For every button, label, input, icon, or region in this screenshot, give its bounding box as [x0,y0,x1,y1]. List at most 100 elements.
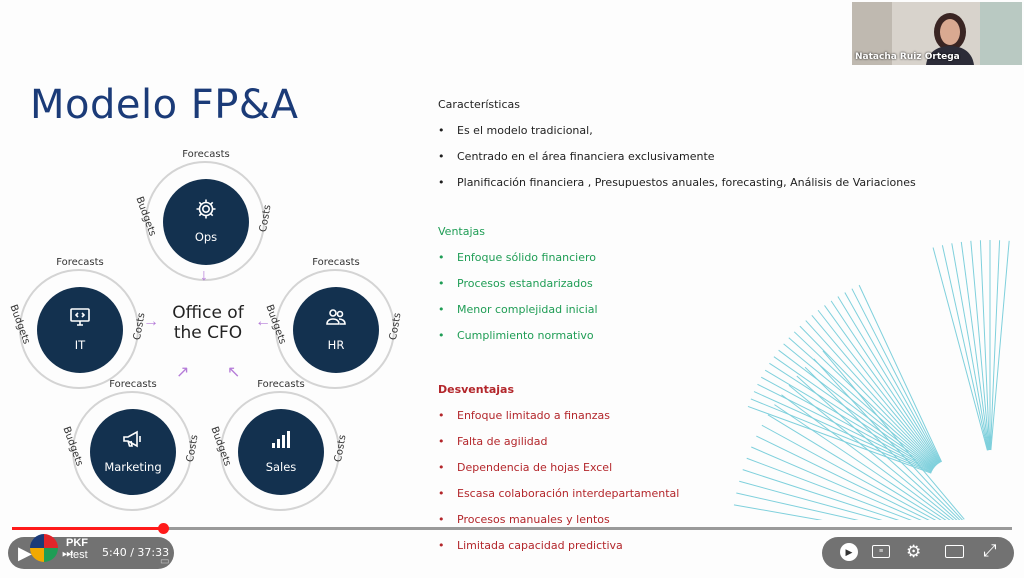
decorative-line [742,469,900,520]
decorative-line [739,480,883,520]
forecasts-label: Forecasts [257,379,305,390]
list-item: Enfoque limitado a finanzas [438,409,958,435]
decorative-line [753,391,932,473]
decorative-line [805,320,937,466]
settings-gear-icon[interactable]: ⚙ [906,542,922,561]
list-item: Enfoque sólido financiero [438,251,958,277]
decorative-line [793,331,936,467]
office-of-cfo: Office of the CFO [172,303,244,343]
decorative-line [756,435,930,520]
desventajas-heading: Desventajas [438,383,515,396]
decorative-line [960,241,990,451]
megaphone-icon [123,430,141,448]
decorative-line [760,376,933,471]
decorative-line [751,446,922,520]
decorative-line [733,504,823,520]
decorative-line [813,358,964,520]
node-ops: Forecasts Budgets Costs Ops [133,149,273,281]
autoplay-toggle-icon[interactable]: ▶ [840,543,858,561]
progress-played [12,527,163,530]
subtitles-icon[interactable]: ≡ [872,545,890,558]
decorative-line [783,343,935,468]
presenter-video [852,2,1022,65]
presenter-name: Natacha Ruiz Ortega [855,52,960,62]
ventajas-list: Enfoque sólido financiero Procesos estan… [438,251,958,355]
code-monitor-icon [70,308,90,326]
decorative-line [837,296,940,464]
list-item: Falta de agilidad [438,435,958,461]
node-it: Forecasts Budgets Costs IT [7,257,147,389]
decorative-line [736,492,859,520]
bar-chart-icon [272,431,290,448]
theater-mode-icon[interactable] [945,545,964,558]
decorative-line [778,349,935,469]
node-label: Sales [265,460,297,474]
list-item: Escasa colaboración interdepartamental [438,487,958,513]
list-item: Limitada capacidad predictiva [438,539,958,565]
arrow-right-icon: → [143,313,159,330]
node-label: Marketing [104,460,162,474]
decorative-line [822,350,965,520]
forecasts-label: Forecasts [182,149,230,160]
decorative-line [788,337,936,468]
decorative-line [932,247,988,451]
decorative-line [767,414,942,520]
next-icon[interactable]: ⏭ [62,546,73,560]
gear-icon [196,199,216,219]
decorative-line [951,243,989,451]
node-label: Ops [194,230,218,244]
decorative-line [799,325,937,467]
decorative-line [796,375,958,520]
decorative-line [781,394,951,520]
decorative-line [830,300,940,464]
decorative-line [769,362,934,470]
scrubber-handle[interactable] [158,523,169,534]
decorative-line [761,424,937,520]
decorative-line [941,245,989,451]
play-icon[interactable]: ▶ [18,543,32,563]
list-item: Centrado en el área financiera exclusiva… [438,150,958,176]
arrow-down-icon: ↓ [200,267,208,284]
brand-name: PKF [66,537,88,549]
webcam-feed: Natacha Ruiz Ortega [852,2,1022,65]
time-display: 5:40 / 37:33 [102,546,170,559]
decorative-line [851,288,942,463]
brand-logo: PKF test [66,537,88,561]
progress-track[interactable] [12,527,1012,530]
decorative-line [990,240,1010,451]
decorative-line [788,384,955,520]
decorative-line [773,356,934,469]
node-hr: Forecasts Budgets Costs HR [263,257,403,389]
decorative-line [817,309,939,465]
caracteristicas-heading: Características [438,98,521,111]
list-item: Menor complejidad inicial [438,303,958,329]
node-label: IT [74,338,86,352]
forecasts-label: Forecasts [312,257,360,268]
forecasts-label: Forecasts [109,379,157,390]
forecasts-label: Forecasts [56,257,104,268]
decorative-lines [733,240,1010,520]
slide-title: Modelo FP&A [30,82,299,128]
list-item: Planificación financiera , Presupuestos … [438,176,958,202]
node-label: HR [327,338,345,352]
node-marketing: Forecasts Budgets Costs Marketing [60,379,200,511]
chapter-icon[interactable]: ▭ [160,556,170,567]
list-item: Cumplimiento normativo [438,329,958,355]
decorative-line [774,404,947,520]
list-item: Procesos manuales y lentos [438,513,958,539]
brand-subtitle: test [70,549,88,561]
arrow-up-left-icon: ↖ [227,364,241,381]
decorative-line [844,292,941,463]
people-icon [326,309,346,325]
list-item: Dependencia de hojas Excel [438,461,958,487]
decorative-line [824,305,939,465]
arrow-left-icon: ← [255,313,271,330]
caracteristicas-list: Es el modelo tradicional, Centrado en el… [438,124,958,202]
decorative-line [811,314,938,466]
decorative-line [804,366,961,520]
decorative-line [746,457,912,520]
fullscreen-icon[interactable]: ⤢ [983,541,997,560]
decorative-line [858,284,943,463]
decorative-line [970,240,990,451]
